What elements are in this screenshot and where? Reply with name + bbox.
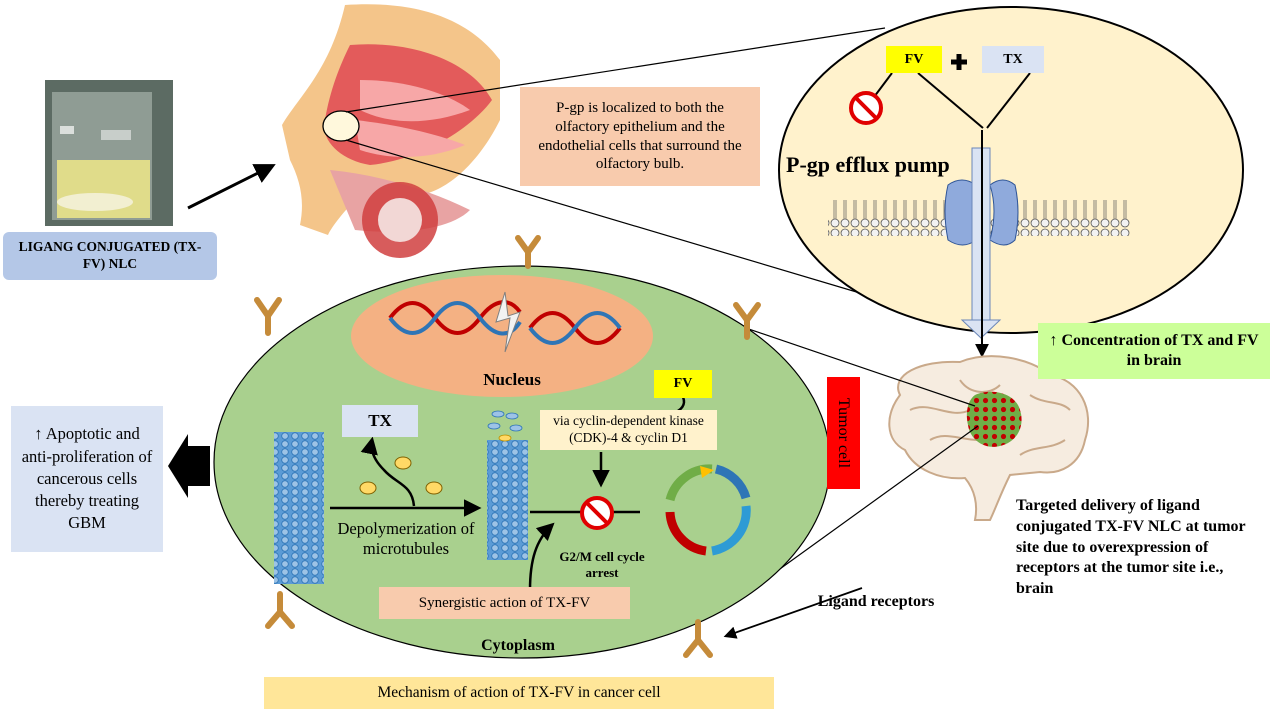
synergistic-box: Synergistic action of TX-FV — [379, 587, 630, 619]
tx-tag-inset: TX — [982, 46, 1044, 73]
tubulin-fragments-icon — [487, 410, 523, 442]
beaker-to-nose-arrow — [187, 164, 276, 210]
nlc-label: LIGANG CONJUGATED (TX-FV) NLC — [3, 232, 217, 280]
cell-cycle-icon — [665, 464, 751, 556]
microtubule-intact — [274, 432, 324, 584]
dna-helix-icon — [388, 291, 622, 353]
pgp-inset — [778, 6, 1244, 339]
depolymerization-label: Depolymerization of microtubules — [337, 519, 475, 558]
ligand-receptor-icon — [254, 297, 282, 336]
tx-tag-cell: TX — [342, 405, 418, 437]
ligand-receptor-icon — [733, 302, 761, 340]
ligand-receptor-arrow — [723, 587, 863, 639]
ligand-receptor-icon — [683, 619, 713, 658]
zoom-line-bottom — [345, 139, 871, 297]
ligand-receptor-icon — [515, 235, 541, 269]
caption-box: Mechanism of action of TX-FV in cancer c… — [264, 677, 774, 709]
ligand-receptor-icon — [265, 591, 295, 629]
tumor-cell-label: Tumor cell — [827, 377, 860, 489]
synergy-arrow — [528, 522, 555, 591]
tumor-cell-text: Tumor cell — [835, 397, 853, 469]
concentration-box: ↑ Concentration of TX and FV in brain — [1038, 323, 1270, 379]
pgp-note: P-gp is localized to both the olfactory … — [520, 87, 760, 186]
microtubule-depolymerized — [487, 440, 528, 560]
g2m-label: G2/M cell cycle arrest — [559, 549, 645, 580]
ligand-receptors-label: Ligand receptors — [817, 593, 935, 610]
tx-particle — [394, 456, 412, 470]
targeted-delivery-text: Targeted delivery of ligand conjugated T… — [1016, 497, 1246, 598]
nucleus-body — [351, 275, 653, 397]
fv-tag-cell: FV — [654, 370, 712, 398]
tx-release-arrow — [360, 436, 416, 507]
nasal-cavity-image — [282, 4, 500, 258]
cdk-box: via cyclin-dependent kinase (CDK)-4 & cy… — [540, 410, 717, 450]
apoptotic-box: ↑ Apoptotic and anti-proliferation of ca… — [11, 406, 163, 552]
cytoplasm-label: Cytoplasm — [481, 637, 555, 654]
tx-particle — [425, 481, 443, 495]
nucleus-label: Nucleus — [483, 370, 541, 389]
nlc-beaker-image — [45, 80, 173, 226]
pgp-pump-label: P-gp efflux pump — [786, 152, 950, 177]
inhibition-icon — [580, 496, 614, 530]
fv-tag-inset: FV — [886, 46, 942, 73]
tx-particle — [359, 481, 377, 495]
outcome-arrow-icon — [168, 434, 210, 498]
zoom-line-top — [345, 27, 886, 113]
